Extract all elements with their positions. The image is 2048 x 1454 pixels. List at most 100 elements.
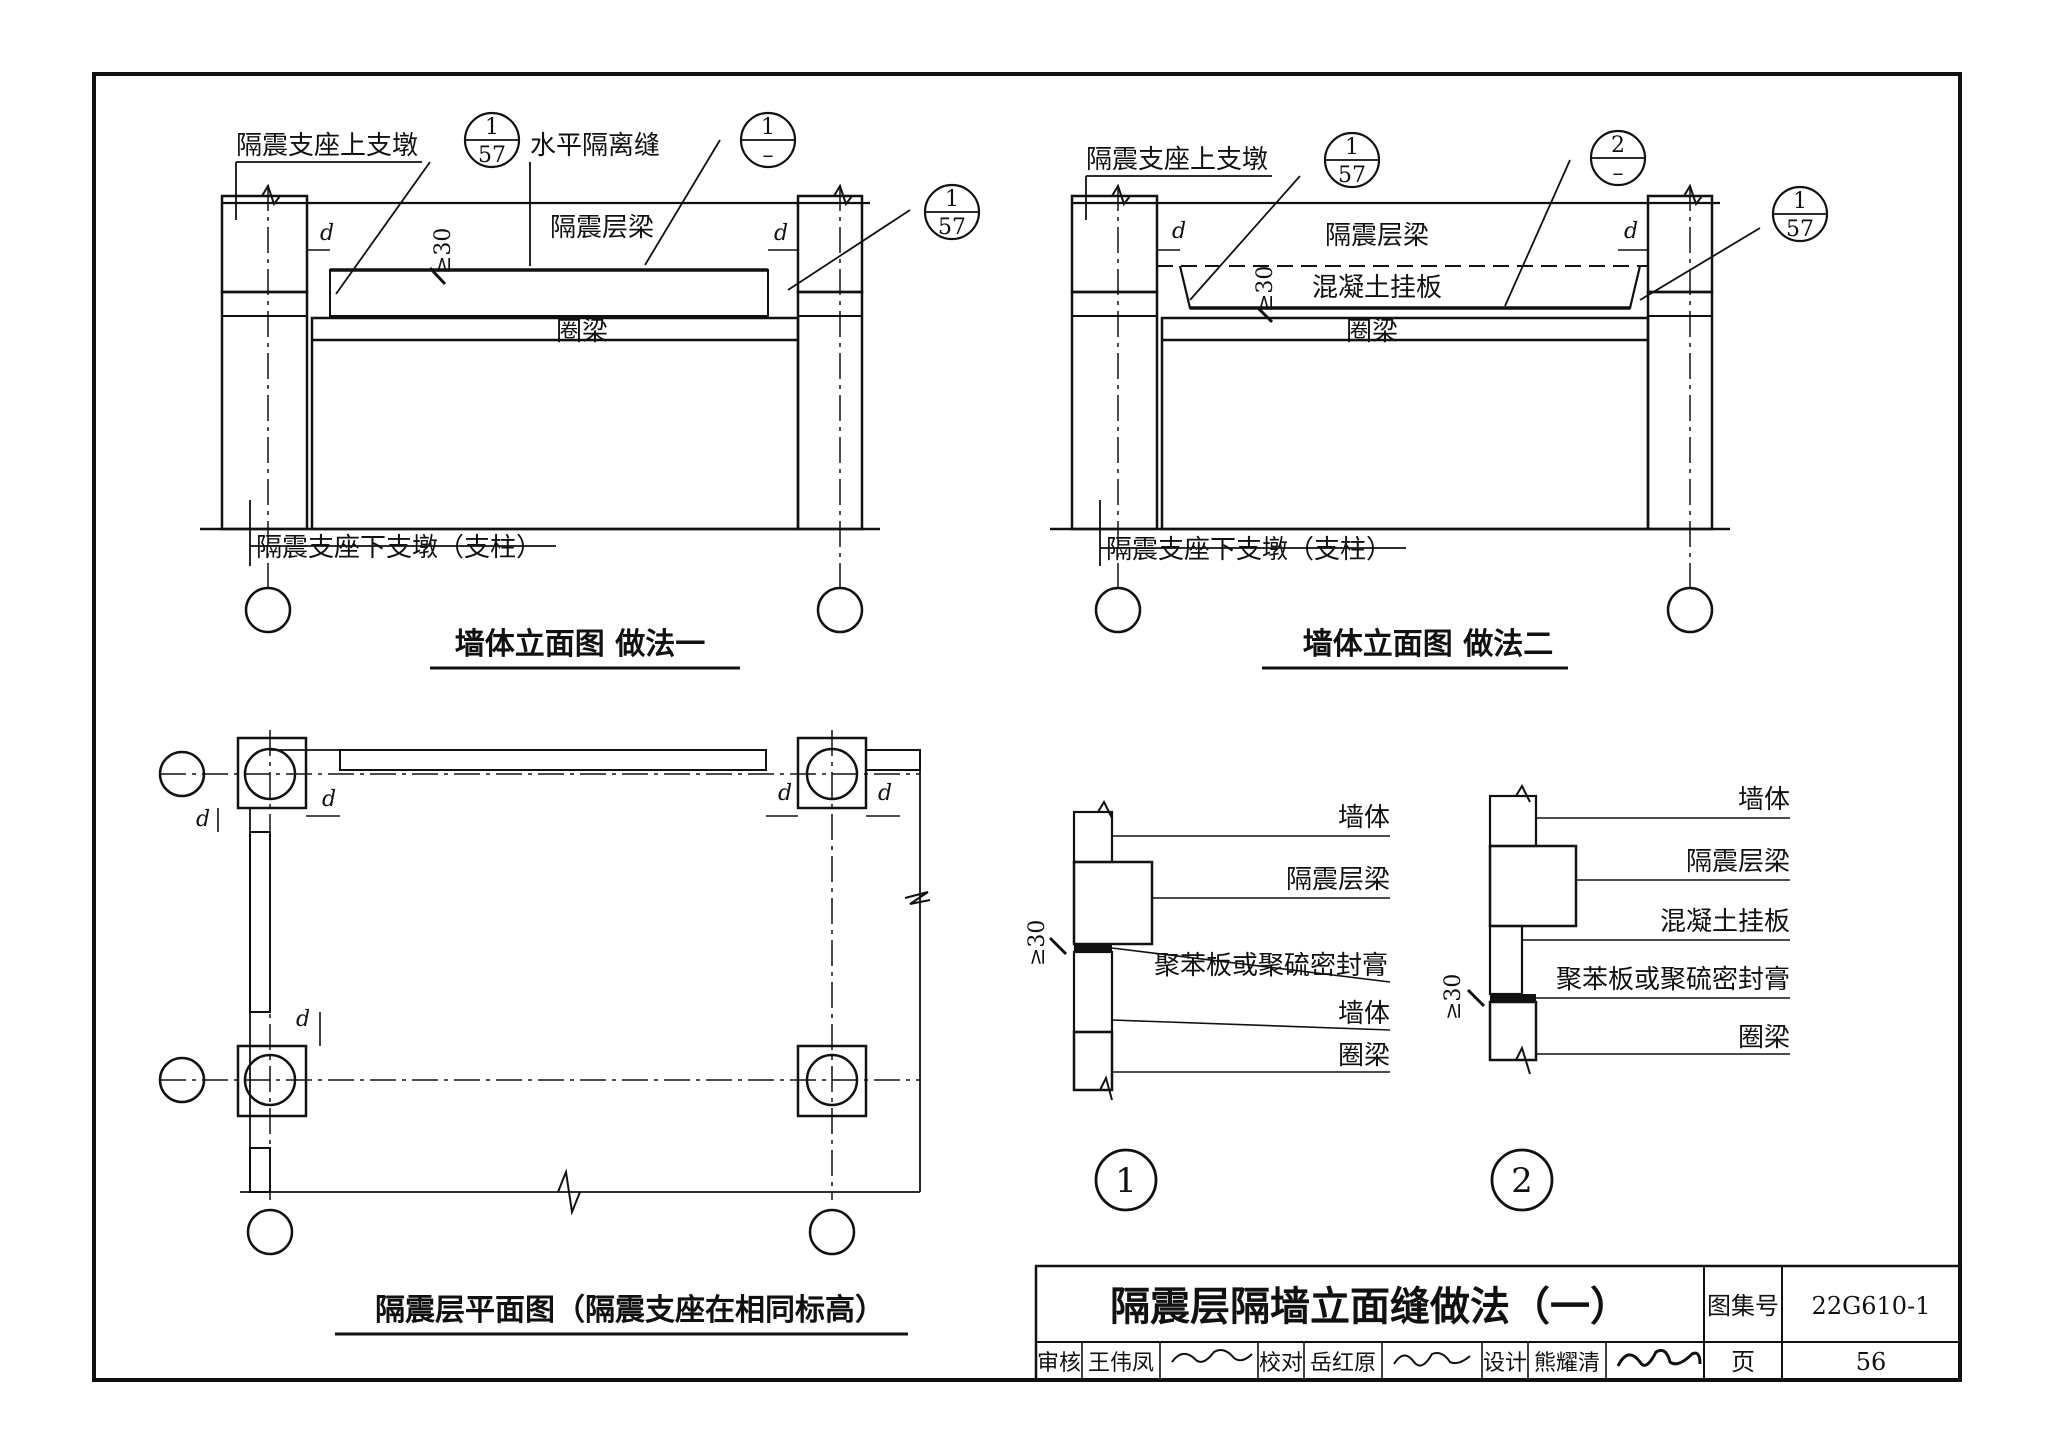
detail-1-label-wall: 墙体 [1338, 999, 1390, 1029]
dim-gap-2: ≥30 [1253, 266, 1278, 312]
callout-b: 1 – [739, 111, 797, 169]
check-label: 校对 [1259, 1351, 1303, 1376]
detail-2-beam [1488, 844, 1578, 928]
svg-text:1: 1 [1793, 189, 1807, 214]
plan-dim-d-3: d [878, 781, 892, 806]
title-block: 隔震层隔墙立面缝做法（一） 图集号 22G610-1 审核 王伟凤 校对 岳红原… [1034, 1264, 1962, 1382]
svg-text:–: – [763, 143, 774, 168]
wall-left [249, 831, 271, 1013]
axis-bubble-right-2 [1666, 586, 1714, 634]
dim-d-right-2: d [1624, 219, 1638, 244]
label-ring-beam: 圈梁 [556, 317, 608, 347]
detail-1-number: 1 [1115, 1161, 1137, 1201]
svg-text:1: 1 [1345, 135, 1359, 160]
wall-top [339, 749, 767, 771]
elevation-2-title: 墙体立面图 做法二 [1303, 627, 1553, 662]
atlas-label: 图集号 [1707, 1292, 1779, 1320]
axis-bubble-2 [808, 1208, 856, 1256]
label-upper-pier-2: 隔震支座上支墩 [1086, 145, 1268, 175]
svg-text:57: 57 [478, 143, 506, 168]
detail-2-hanging-panel [1488, 924, 1524, 996]
axis-bubble-right [816, 586, 864, 634]
checker-signature [1393, 1352, 1471, 1367]
plan-dim-d-2: d [778, 781, 792, 806]
detail-2-number-bubble [1490, 1148, 1554, 1212]
svg-text:57: 57 [1338, 163, 1366, 188]
label-lower-pier-2: 隔震支座下支墩（支柱） [1106, 535, 1392, 565]
label-horizontal-gap: 水平隔离缝 [530, 131, 660, 161]
atlas-number: 22G610-1 [1812, 1292, 1931, 1320]
detail-1-label-wall-top: 墙体 [1338, 803, 1390, 833]
dim-gap: ≥30 [431, 228, 456, 274]
right-upper-pier-2 [1646, 194, 1714, 294]
detail-1-label-ring-beam: 圈梁 [1338, 1041, 1390, 1071]
support-tl [236, 736, 308, 810]
detail-1-number-bubble [1094, 1148, 1158, 1212]
detail-2-number: 2 [1511, 1161, 1533, 1201]
axis-bubble-b [158, 1056, 206, 1104]
axis-bubble-left-2 [1094, 586, 1142, 634]
dim-d-left: d [320, 221, 334, 246]
support-br [796, 1044, 868, 1118]
support-bl [236, 1044, 308, 1118]
svg-text:1: 1 [761, 115, 775, 140]
elevation-2: 隔震支座上支墩 隔震支座下支墩（支柱） 隔震层梁 混凝土挂板 圈梁 ≥30 d … [1050, 129, 1829, 670]
plan-dim-d-5: d [296, 1007, 310, 1032]
review-label: 审核 [1037, 1351, 1081, 1376]
svg-text:57: 57 [1786, 217, 1814, 242]
design-label: 设计 [1483, 1351, 1527, 1376]
right-lower-pier [796, 290, 864, 531]
detail-2-label-ring-beam: 圈梁 [1738, 1023, 1790, 1053]
svg-text:57: 57 [938, 215, 966, 240]
detail-2-label-beam: 隔震层梁 [1686, 847, 1790, 877]
detail-1-dim-gap: ≥30 [1025, 920, 1050, 966]
brick-wall-2 [1160, 316, 1650, 531]
designer-name: 熊耀清 [1534, 1351, 1600, 1376]
checker-name: 岳红原 [1310, 1351, 1376, 1376]
reviewer-signature [1171, 1349, 1253, 1363]
plan-title: 隔震层平面图（隔震支座在相同标高） [375, 1293, 885, 1328]
right-lower-pier-2 [1646, 290, 1714, 531]
callout-c: 1 57 [923, 183, 981, 241]
left-lower-pier [220, 290, 309, 531]
detail-2-label-wall-top: 墙体 [1738, 785, 1790, 815]
label-isolation-beam-2: 隔震层梁 [1325, 221, 1429, 251]
axis-bubble-1 [246, 1208, 294, 1256]
svg-text:1: 1 [485, 115, 499, 140]
detail-1-seal [1074, 944, 1112, 952]
isolation-beam [329, 269, 769, 317]
plan-dim-d-1: d [322, 787, 336, 812]
elevation-1-title: 墙体立面图 做法一 [455, 627, 705, 662]
label-ring-beam-2: 圈梁 [1346, 317, 1398, 347]
svg-text:2: 2 [1611, 133, 1625, 158]
detail-1-label-beam: 隔震层梁 [1286, 865, 1390, 895]
label-lower-pier: 隔震支座下支墩（支柱） [256, 533, 542, 563]
detail-2-dim-gap: ≥30 [1441, 974, 1466, 1020]
detail-1-label-seal: 聚苯板或聚硫密封膏 [1154, 951, 1388, 981]
wall-left-bottom [249, 1147, 271, 1193]
page-number: 56 [1856, 1348, 1887, 1376]
elevation-1: 隔震支座上支墩 隔震支座下支墩（支柱） 水平隔离缝 隔震层梁 圈梁 ≥30 d … [200, 111, 981, 670]
dim-d-right: d [774, 221, 788, 246]
detail-2-ring-beam [1488, 1000, 1538, 1062]
sheet-border [92, 72, 1962, 1382]
svg-text:–: – [1613, 161, 1624, 186]
support-tr [796, 736, 868, 810]
callout-a: 1 57 [463, 111, 521, 169]
sheet-title: 隔震层隔墙立面缝做法（一） [1110, 1284, 1630, 1330]
left-upper-pier-2 [1070, 194, 1159, 294]
wall-top-right [865, 749, 921, 771]
detail-1-ring-beam [1072, 1030, 1114, 1092]
callout-b-2: 2 – [1589, 129, 1647, 187]
detail-2: 墙体 隔震层梁 混凝土挂板 聚苯板或聚硫密封膏 圈梁 ≥30 2 [1441, 783, 1790, 1212]
label-isolation-beam: 隔震层梁 [550, 213, 654, 243]
detail-2-label-hanging-panel: 混凝土挂板 [1660, 907, 1790, 937]
plan-dim-d-4: d [196, 807, 210, 832]
label-hanging-panel: 混凝土挂板 [1312, 273, 1442, 303]
reviewer-name: 王伟凤 [1088, 1351, 1154, 1376]
detail-2-seal [1490, 994, 1536, 1002]
left-upper-pier [220, 194, 309, 294]
axis-bubble-left [244, 586, 292, 634]
designer-signature [1616, 1348, 1702, 1367]
